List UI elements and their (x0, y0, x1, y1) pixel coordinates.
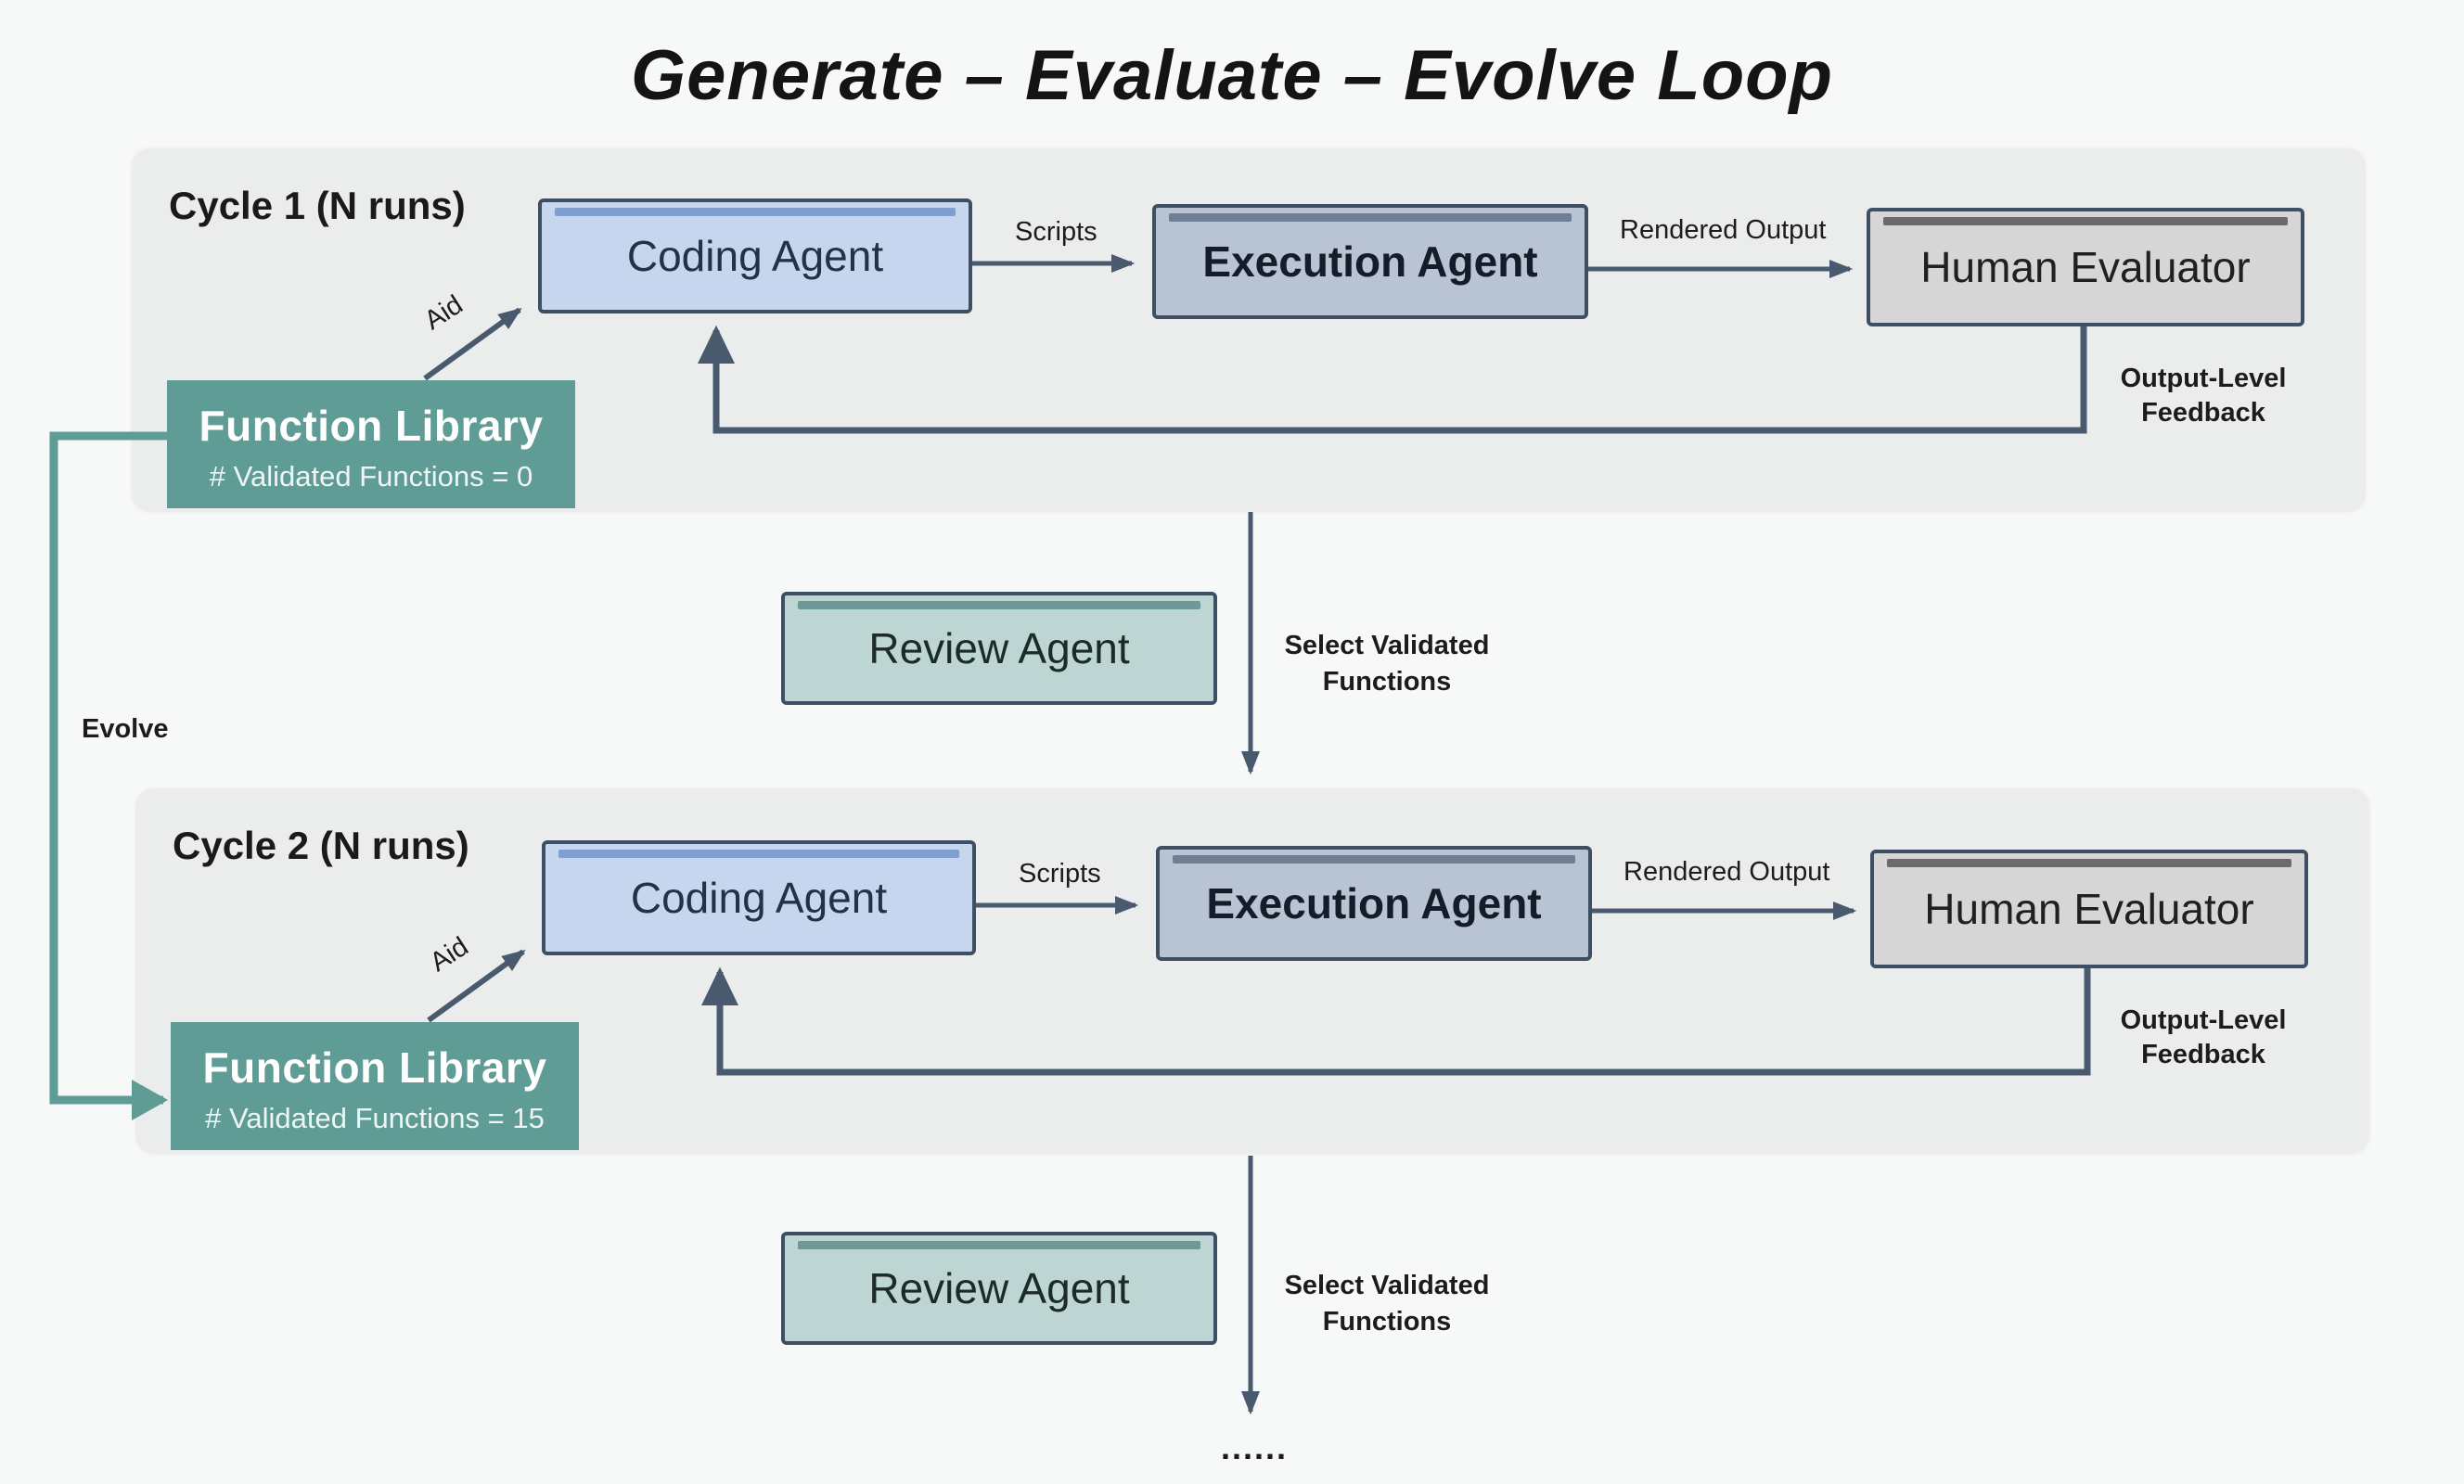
cycle-1-human-evaluator: Human Evaluator (1867, 208, 2304, 326)
cycle-2-execution-agent: Execution Agent (1156, 846, 1592, 961)
cycle-2-label: Cycle 2 (N runs) (173, 824, 469, 867)
select-label-line1: Select Validated (1284, 631, 1490, 660)
review-agent-label: Review Agent (868, 624, 1130, 672)
feedback-label-line1: Output-Level (2120, 1005, 2287, 1035)
cycle-1-label: Cycle 1 (N runs) (169, 184, 466, 227)
coding-agent-accent-bar (558, 850, 959, 858)
cycle-1-function-library: Function Library # Validated Functions =… (167, 380, 575, 508)
review-1-select-label: Select Validated Functions (1280, 631, 1494, 697)
review-agent-2: Review Agent (781, 1232, 1217, 1345)
review-agent-accent-bar (798, 601, 1200, 609)
continuation-dots: ...... (1221, 1428, 1289, 1466)
coding-agent-accent-bar (555, 208, 956, 216)
human-evaluator-accent-bar (1883, 217, 2288, 225)
cycle-2-human-evaluator: Human Evaluator (1870, 850, 2308, 968)
execution-agent-accent-bar (1173, 855, 1575, 864)
cycle-2-coding-agent: Coding Agent (542, 840, 976, 955)
review-agent-label: Review Agent (868, 1264, 1130, 1312)
human-evaluator-accent-bar (1887, 859, 2291, 867)
execution-agent-label: Execution Agent (1206, 879, 1542, 928)
review-2-select-arrow-head (1241, 1391, 1260, 1415)
cycle-2-function-library: Function Library # Validated Functions =… (171, 1022, 579, 1150)
cycle-2-feedback-label: Output-Level Feedback (2106, 1005, 2301, 1070)
cycle-2-rendered-output-label: Rendered Output (1623, 857, 1830, 887)
function-library-title: Function Library (202, 1043, 547, 1092)
feedback-label-line2: Feedback (2141, 398, 2265, 428)
function-library-title: Function Library (199, 402, 544, 450)
review-agent-1: Review Agent (781, 592, 1217, 705)
execution-agent-accent-bar (1169, 213, 1572, 222)
coding-agent-label: Coding Agent (626, 232, 884, 280)
diagram-title: Generate – Evaluate – Evolve Loop (631, 36, 1833, 115)
human-evaluator-label: Human Evaluator (1920, 243, 2251, 291)
cycle-1-execution-agent: Execution Agent (1152, 204, 1588, 319)
select-label-line2: Functions (1322, 1307, 1452, 1337)
cycle-1-rendered-output-label: Rendered Output (1620, 215, 1827, 245)
evolve-label: Evolve (82, 714, 169, 744)
cycle-1-coding-agent: Coding Agent (538, 198, 972, 313)
select-label-line2: Functions (1322, 667, 1452, 697)
human-evaluator-label: Human Evaluator (1924, 885, 2254, 933)
coding-agent-label: Coding Agent (630, 874, 888, 922)
execution-agent-label: Execution Agent (1202, 237, 1538, 286)
validated-functions-count: # Validated Functions = 15 (205, 1102, 545, 1134)
cycle-1-feedback-label: Output-Level Feedback (2106, 364, 2301, 429)
validated-functions-count: # Validated Functions = 0 (209, 460, 533, 493)
review-1-select-arrow-head (1241, 751, 1260, 775)
review-agent-accent-bar (798, 1241, 1200, 1249)
select-label-line1: Select Validated (1284, 1271, 1490, 1300)
cycle-1-scripts-label: Scripts (1015, 217, 1097, 247)
review-2-select-label: Select Validated Functions (1280, 1271, 1494, 1337)
cycle-2-scripts-label: Scripts (1019, 859, 1101, 889)
feedback-label-line1: Output-Level (2120, 364, 2287, 393)
feedback-label-line2: Feedback (2141, 1040, 2265, 1069)
